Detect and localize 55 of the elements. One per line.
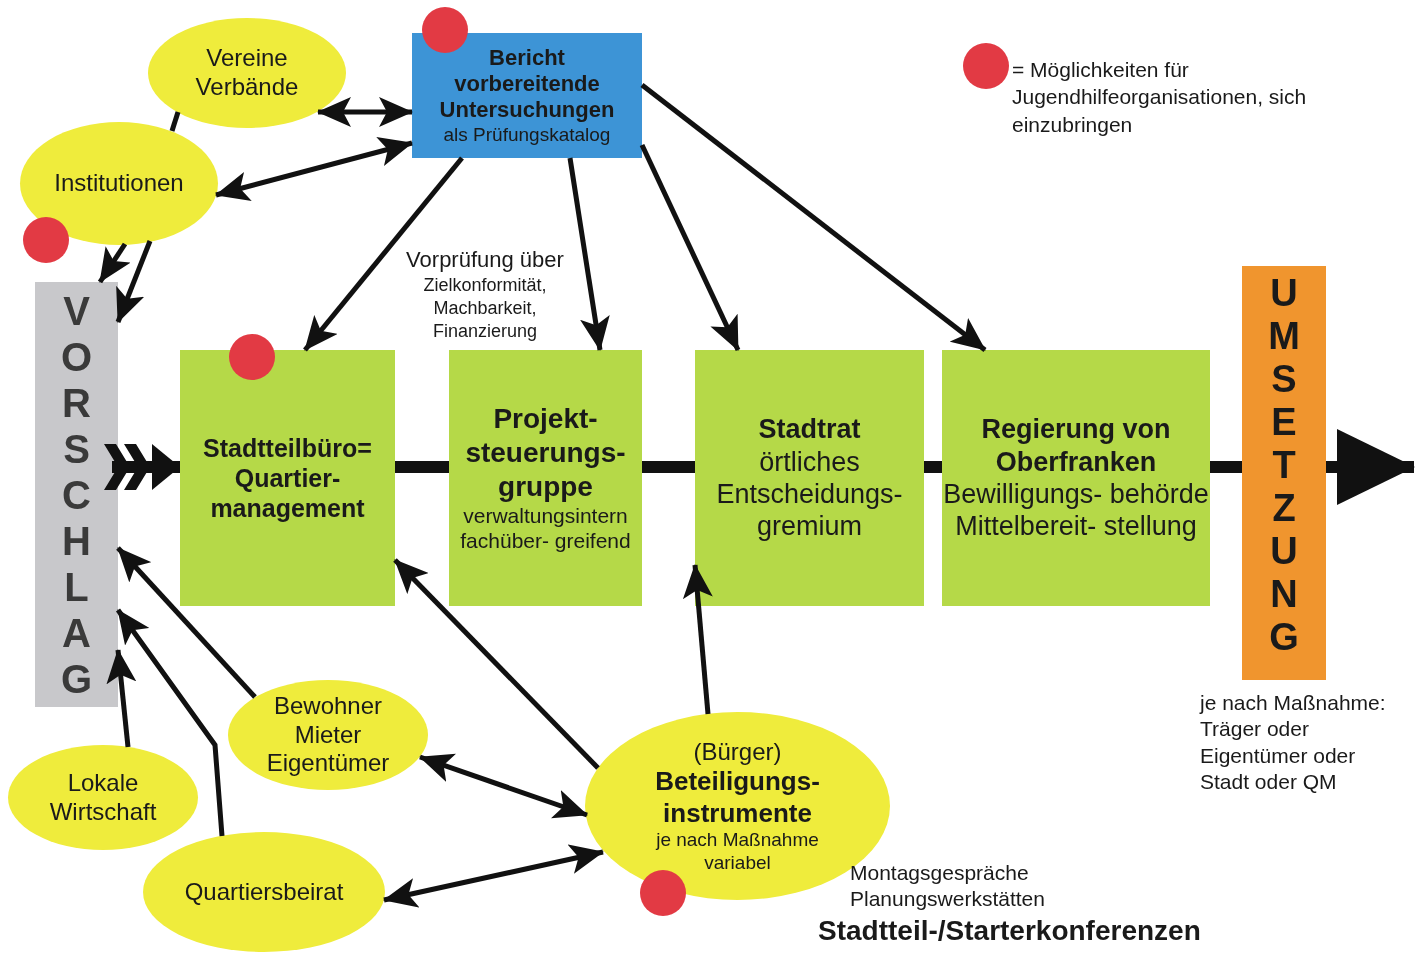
note-text: Montagsgespräche [850, 860, 1030, 886]
node-label: Projekt- steuerungs- gruppe [464, 402, 627, 504]
double-arrow [215, 136, 413, 202]
arrow [115, 608, 225, 837]
flow-line [395, 461, 449, 473]
flow-line [1210, 461, 1242, 473]
arrow [639, 143, 741, 352]
annotation-text: Vorprüfung über [405, 246, 565, 274]
node-label: Quartiersbeirat [184, 877, 344, 907]
process-box [449, 350, 642, 606]
node-subtext: Bewilligungs- behörde Mittelbereit- stellung [943, 478, 1209, 543]
node-subtext: als Prüfungskatalog [443, 123, 611, 147]
node-subtext: je nach Maßnahme variabel [654, 828, 820, 875]
arrow [115, 240, 153, 323]
double-arrow [317, 97, 413, 127]
vertical-bar [1242, 266, 1326, 680]
note-text: Planungswerkstätten [850, 886, 1046, 912]
node-subtext: örtliches Entscheidungs- gremium [715, 445, 904, 543]
process-box [412, 33, 642, 158]
node-label: Stadtteilbüro= Quartier- management [202, 433, 373, 523]
process-box [942, 350, 1210, 606]
node-label: Vereine Verbände [194, 44, 300, 102]
node-label: Stadtrat [758, 413, 861, 446]
process-box [180, 350, 395, 606]
flow-line [642, 461, 695, 473]
node-label: Bericht vorbereitende Untersuchungen [438, 44, 616, 124]
vertical-bar [35, 282, 118, 707]
note-text: je nach Maßnahme: Träger oder Eigentümer oder Stadt oder QM [1200, 690, 1387, 795]
node-label: VORSCHLAG [59, 288, 94, 702]
node-label: Bewohner Mieter Eigentümer [265, 691, 391, 779]
flow-line [924, 461, 942, 473]
arrow [97, 242, 131, 284]
connector-line [169, 111, 181, 132]
node-subtext: Beteiligungs- instrumente [654, 766, 821, 829]
legend-text: = Möglichkeiten für Jugendhilfeorganisationen, sich einzubringen [1012, 57, 1308, 138]
annotation-text: Zielkonformität, Machbarkeit, Finanzierung [422, 274, 548, 343]
process-box [695, 350, 924, 606]
arrow [393, 558, 600, 770]
flow-arrow [104, 444, 180, 490]
double-arrow [419, 753, 588, 819]
node-subtext: verwaltungsintern fachüber- greifend [459, 503, 632, 554]
arrow [106, 649, 137, 748]
node-label: Regierung von Oberfranken [980, 413, 1172, 478]
note-text: Stadtteil-/Starterkonferenzen [818, 914, 1202, 948]
arrow [640, 83, 987, 352]
arrow [303, 156, 464, 352]
flow-arrow [1326, 429, 1415, 505]
node-label: Lokale Wirtschaft [48, 768, 158, 827]
arrow [116, 546, 257, 699]
arrow [682, 564, 713, 715]
arrow [567, 157, 610, 351]
node-label: (Bürger) [693, 737, 782, 767]
node-label: UMSETZUNG [1267, 272, 1301, 659]
node-label: Institutionen [54, 169, 184, 198]
double-arrow [383, 844, 604, 908]
